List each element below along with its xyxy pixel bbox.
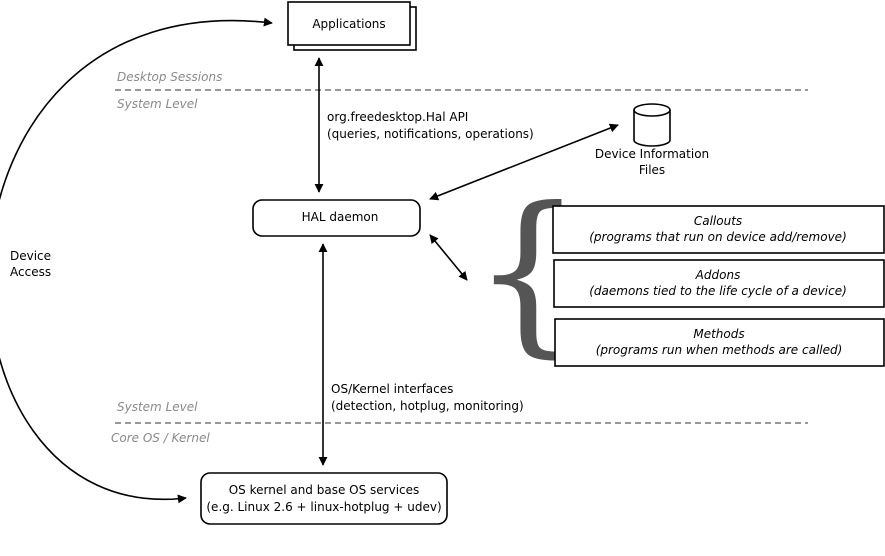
hal-daemon-box: HAL daemon <box>252 199 421 237</box>
hal-api-description: (queries, notifications, operations) <box>327 127 534 141</box>
os-kernel-example: (e.g. Linux 2.6 + linux-hotplug + udev) <box>206 500 441 514</box>
methods-box: Methods (programs run when methods are c… <box>554 318 885 367</box>
os-kernel-box: OS kernel and base OS services (e.g. Lin… <box>200 472 448 525</box>
kernel-interfaces-description: (detection, hotplug, monitoring) <box>331 399 524 413</box>
callouts-box: Callouts (programs that run on device ad… <box>552 205 885 254</box>
applications-label: Applications <box>312 17 385 31</box>
hal-api-label: org.freedesktop.Hal API <box>327 110 468 124</box>
callouts-description: (programs that run on device add/remove) <box>589 230 847 244</box>
addons-description: (daemons tied to the life cycle of a dev… <box>589 284 847 298</box>
applications-box: Applications <box>287 1 417 51</box>
zone-label-core-os: Core OS / Kernel <box>111 431 210 445</box>
callouts-title: Callouts <box>694 214 742 228</box>
hal-extensions-arrow <box>429 234 468 281</box>
device-info-label: Device Information <box>595 147 709 161</box>
device-access-label-access: Access <box>10 265 51 279</box>
zone-label-system-level-bottom: System Level <box>117 400 198 414</box>
zone-label-system-level-top: System Level <box>117 97 198 111</box>
device-information-database-icon <box>633 103 671 147</box>
hal-daemon-label: HAL daemon <box>302 210 379 224</box>
methods-title: Methods <box>693 327 744 341</box>
device-access-label: Device <box>10 249 51 263</box>
methods-description: (programs run when methods are called) <box>596 343 843 357</box>
addons-box: Addons (daemons tied to the life cycle o… <box>553 259 885 308</box>
hal-device-info-arrow <box>429 123 619 201</box>
kernel-interfaces-label: OS/Kernel interfaces <box>331 382 453 396</box>
zone-label-desktop-sessions: Desktop Sessions <box>117 70 222 84</box>
device-access-arrow <box>0 17 273 504</box>
addons-title: Addons <box>695 268 741 282</box>
os-kernel-label: OS kernel and base OS services <box>229 483 420 497</box>
device-info-label-files: Files <box>639 163 665 177</box>
